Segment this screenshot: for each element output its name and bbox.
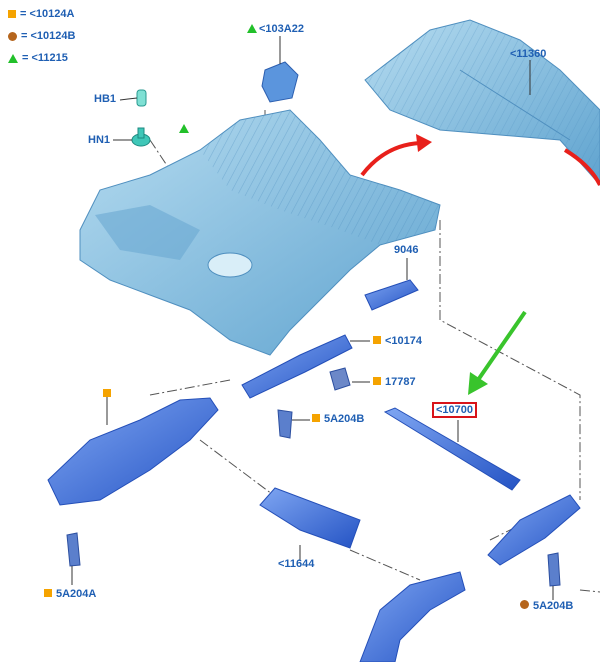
triangle-legend-icon [8,53,18,63]
legend-circle: = <10124B [8,30,75,42]
front-rail-bottom [359,571,466,663]
crossmember-11644 [259,487,361,549]
legend-triangle: = <11215 [8,52,68,64]
square-legend-icon [8,10,16,18]
legend-label: = <11215 [22,52,68,64]
bracket-103a22 [261,61,299,103]
legend-label: = <10124B [21,30,76,42]
callout-text: 5A204A [56,588,97,600]
rear-floor-pan [364,19,600,186]
square-marker-icon [312,414,320,422]
bracket-5a204b-mid [277,409,293,439]
callout-text: 5A204B [324,413,365,425]
bracket-5a204b-right [547,552,561,587]
callout-11360[interactable]: <11360 [510,48,547,60]
triangle-marker-103a22 [247,24,257,33]
callout-text: <10174 [385,335,423,347]
nut-hn1 [131,127,151,147]
square-marker-icon [44,589,52,597]
label-leaders [71,36,554,600]
highlight-box: <10700 [432,402,478,418]
left-side-rail [47,397,219,506]
red-arrow [360,134,600,186]
triangle-marker-floor [179,124,189,133]
callout-17787[interactable]: 17787 [373,376,416,388]
green-arrow [468,310,527,395]
legend-label: = <10124A [20,8,75,20]
crossmember-10174 [241,334,353,399]
square-marker-icon [373,336,381,344]
bracket-9046 [364,279,419,311]
square-marker-icon [373,377,381,385]
bracket-5a204a [66,532,81,567]
callout-9046[interactable]: 9046 [394,244,419,256]
main-floor-pan [79,109,441,356]
legend-square: = <10124A [8,8,74,20]
bracket-17787 [329,367,351,391]
callout-text: 17787 [385,376,416,388]
circle-legend-icon [8,31,17,41]
bumper-hb1 [136,89,147,107]
callout-text: 5A204B [533,600,574,612]
callout-hb1[interactable]: HB1 [94,93,117,105]
square-marker-left-rail [103,389,111,397]
callout-5a204b-mid[interactable]: 5A204B [312,413,364,425]
callout-103a22[interactable]: <103A22 [259,23,304,35]
callout-5a204a[interactable]: 5A204A [44,588,96,600]
callout-5a204b-right[interactable]: 5A204B [520,600,573,612]
callout-10700[interactable]: <10700 [432,402,478,418]
callout-10174[interactable]: <10174 [373,335,422,347]
callout-11644[interactable]: <11644 [278,558,315,570]
crossbeam-10700 [383,407,521,491]
right-side-rail [487,494,581,566]
callout-hn1[interactable]: HN1 [88,134,111,146]
circle-marker-icon [520,600,529,609]
